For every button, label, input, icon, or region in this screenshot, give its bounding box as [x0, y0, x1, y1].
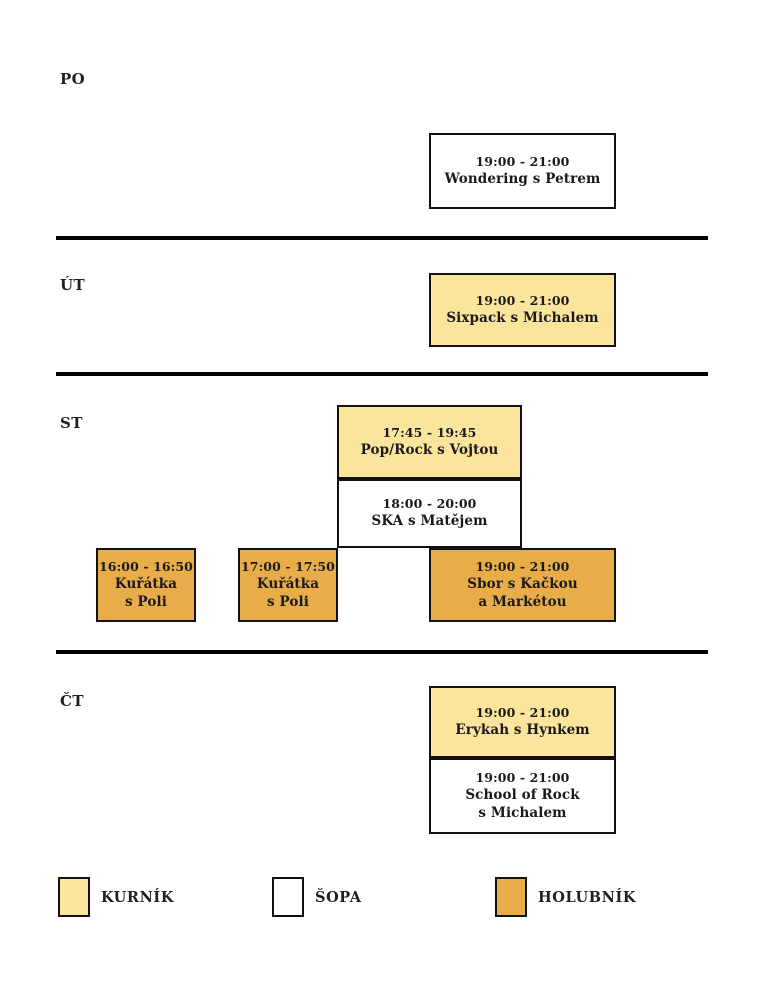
event-title: Kuřátka s Poli	[256, 576, 320, 610]
event-block[interactable]: 19:00 - 21:00 Sixpack s Michalem	[429, 273, 616, 347]
event-time: 19:00 - 21:00	[475, 558, 570, 574]
day-label-ut: ÚT	[60, 276, 86, 294]
event-time: 18:00 - 20:00	[382, 496, 477, 512]
venue-legend: KURNÍK ŠOPA HOLUBNÍK	[0, 877, 768, 925]
event-title: Kuřátka s Poli	[114, 576, 178, 610]
day-label-po: PO	[60, 70, 86, 88]
legend-swatch-holubnik	[495, 877, 527, 917]
event-title: Wondering s Petrem	[444, 170, 601, 187]
event-block[interactable]: 16:00 - 16:50 Kuřátka s Poli	[96, 548, 196, 622]
day-row-po: PO 19:00 - 21:00 Wondering s Petrem	[0, 0, 768, 236]
event-block[interactable]: 19:00 - 21:00 Erykah s Hynkem	[429, 686, 616, 758]
event-time: 19:00 - 21:00	[475, 153, 570, 169]
event-time: 17:00 - 17:50	[240, 558, 335, 574]
legend-swatch-sopa	[272, 877, 304, 917]
event-title: School of Rock s Michalem	[465, 787, 580, 821]
event-time: 19:00 - 21:00	[475, 704, 570, 720]
legend-label-holubnik: HOLUBNÍK	[538, 888, 637, 906]
event-block[interactable]: 19:00 - 21:00 Sbor s Kačkou a Markétou	[429, 548, 616, 622]
day-row-ut: ÚT 19:00 - 21:00 Sixpack s Michalem	[0, 240, 768, 372]
day-label-st: ST	[60, 414, 83, 432]
event-block[interactable]: 18:00 - 20:00 SKA s Matějem	[337, 479, 522, 548]
event-time: 17:45 - 19:45	[382, 424, 477, 440]
day-divider	[56, 650, 708, 654]
event-title: SKA s Matějem	[371, 513, 488, 530]
day-divider	[56, 236, 708, 240]
legend-item-holubnik[interactable]: HOLUBNÍK	[495, 877, 636, 917]
legend-label-kurnik: KURNÍK	[101, 888, 175, 906]
event-block[interactable]: 19:00 - 21:00 School of Rock s Michalem	[429, 758, 616, 834]
event-title: Sixpack s Michalem	[446, 309, 599, 326]
event-block[interactable]: 17:00 - 17:50 Kuřátka s Poli	[238, 548, 338, 622]
event-title: Pop/Rock s Vojtou	[360, 441, 499, 458]
event-title: Erykah s Hynkem	[455, 721, 590, 738]
event-time: 19:00 - 21:00	[475, 769, 570, 785]
event-title: Sbor s Kačkou a Markétou	[467, 576, 578, 610]
event-block[interactable]: 19:00 - 21:00 Wondering s Petrem	[429, 133, 616, 209]
day-label-ct: ČT	[60, 692, 84, 710]
day-row-ct: ČT 19:00 - 21:00 Erykah s Hynkem 19:00 -…	[0, 654, 768, 854]
event-time: 16:00 - 16:50	[98, 558, 193, 574]
event-time: 19:00 - 21:00	[475, 292, 570, 308]
legend-swatch-kurnik	[58, 877, 90, 917]
legend-label-sopa: ŠOPA	[315, 888, 362, 906]
day-row-st: ST 17:45 - 19:45 Pop/Rock s Vojtou 18:00…	[0, 376, 768, 648]
day-divider	[56, 372, 708, 376]
legend-item-sopa[interactable]: ŠOPA	[272, 877, 362, 917]
legend-item-kurnik[interactable]: KURNÍK	[58, 877, 174, 917]
event-block[interactable]: 17:45 - 19:45 Pop/Rock s Vojtou	[337, 405, 522, 479]
